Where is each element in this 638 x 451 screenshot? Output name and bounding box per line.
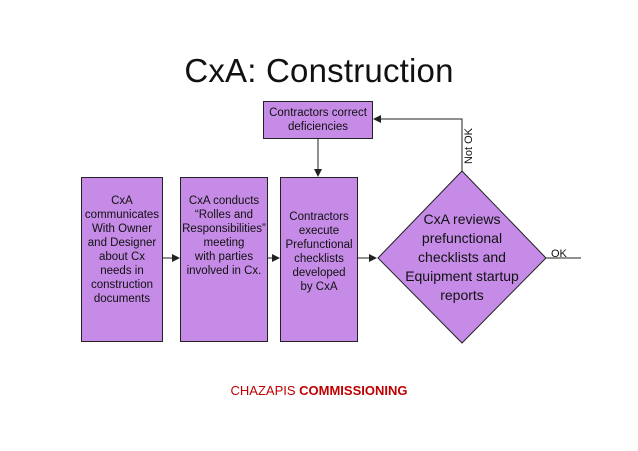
footer-business: COMMISSIONING [299, 383, 408, 398]
node-contractors-execute: Contractors execute Prefunctional checkl… [280, 177, 358, 342]
label-ok: OK [551, 248, 567, 260]
footer-name: CHAZAPIS [230, 383, 300, 398]
node-cxa-communicates: CxA communicates With Owner and Designer… [81, 177, 163, 342]
decision-diamond [377, 170, 547, 344]
decision-label: CxA reviews prefunctional checklists and… [405, 211, 519, 303]
page-title: CxA: Construction [184, 52, 454, 89]
arrow-notok-loop [373, 115, 463, 171]
node-contractors-correct: Contractors correct deficiencies [263, 101, 373, 139]
node-cxa-conducts-meeting: CxA conducts “Rolles and Responsibilitie… [180, 177, 268, 342]
label-not-ok: Not OK [463, 127, 475, 165]
footer-brand: CHAZAPIS COMMISSIONING [0, 383, 638, 398]
